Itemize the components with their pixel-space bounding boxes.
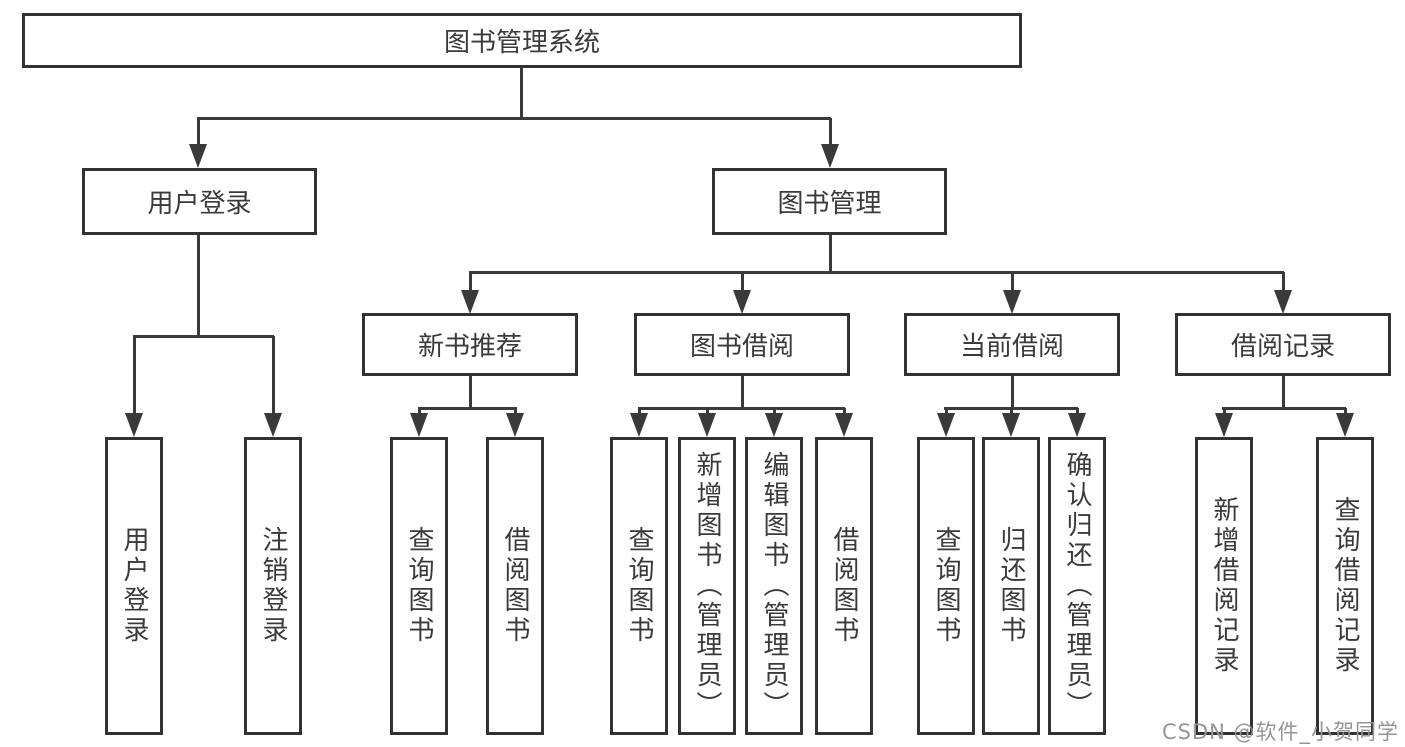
connector-line xyxy=(1282,376,1285,409)
connector-line xyxy=(197,118,200,146)
connector-line xyxy=(1010,408,1013,416)
connector-line xyxy=(843,408,846,416)
leaf-current-return-label: 归还图书 xyxy=(996,526,1026,646)
node-current-borrow-label: 当前借阅 xyxy=(959,332,1064,362)
arrow-down-icon xyxy=(765,413,783,437)
arrow-down-icon xyxy=(1002,413,1020,437)
node-book-borrow: 图书借阅 xyxy=(634,313,850,376)
leaf-borrow-borrow: 借阅图书 xyxy=(815,437,873,735)
node-book-management-branch-label: 图书管理 xyxy=(777,189,882,219)
connector-line xyxy=(829,118,832,146)
leaf-borrow-query: 查询图书 xyxy=(610,437,668,735)
connector-line xyxy=(945,408,948,416)
connector-line xyxy=(773,408,776,416)
arrow-down-icon xyxy=(1068,413,1086,437)
node-root-label: 图书管理系统 xyxy=(443,28,600,58)
node-new-book-recommend-label: 新书推荐 xyxy=(417,332,522,362)
arrow-down-icon xyxy=(821,144,839,168)
node-user-login-branch: 用户登录 xyxy=(82,168,317,235)
connector-line xyxy=(418,408,421,416)
arrow-down-icon xyxy=(835,413,853,437)
csdn-watermark: CSDN @软件_小贺同学 xyxy=(1161,720,1399,744)
connector-line xyxy=(1011,272,1014,292)
connector-line xyxy=(514,408,517,416)
node-current-borrow: 当前借阅 xyxy=(904,313,1120,376)
leaf-logout: 注销登录 xyxy=(244,437,302,735)
leaf-user-login: 用户登录 xyxy=(105,437,163,735)
leaf-newbooks-query: 查询图书 xyxy=(390,437,448,735)
leaf-current-confirm-admin: 确认归还（管理员） xyxy=(1048,437,1106,735)
connector-line xyxy=(1282,272,1285,292)
connector-line xyxy=(741,376,744,409)
arrow-down-icon xyxy=(461,290,479,314)
arrow-down-icon xyxy=(1274,290,1292,314)
arrow-down-icon xyxy=(506,413,524,437)
leaf-records-query: 查询借阅记录 xyxy=(1316,437,1374,735)
leaf-borrow-query-label: 查询图书 xyxy=(624,526,654,646)
connector-line xyxy=(469,272,472,292)
node-borrow-records-label: 借阅记录 xyxy=(1230,332,1335,362)
leaf-borrow-borrow-label: 借阅图书 xyxy=(829,526,859,646)
arrow-down-icon xyxy=(189,144,207,168)
connector-line xyxy=(197,117,831,120)
arrow-down-icon xyxy=(733,290,751,314)
connector-line xyxy=(1011,376,1014,409)
arrow-down-icon xyxy=(1215,413,1233,437)
leaf-current-return: 归还图书 xyxy=(982,437,1040,735)
connector-line xyxy=(197,235,200,336)
connector-line xyxy=(638,408,641,416)
leaf-logout-label: 注销登录 xyxy=(258,526,288,646)
leaf-newbooks-borrow-label: 借阅图书 xyxy=(500,526,530,646)
leaf-records-query-label: 查询借阅记录 xyxy=(1330,496,1360,676)
leaf-borrow-edit-admin: 编辑图书（管理员） xyxy=(745,437,803,735)
leaf-current-confirm-admin-label: 确认归还（管理员） xyxy=(1062,451,1092,721)
connector-line xyxy=(418,407,517,410)
connector-line xyxy=(1222,407,1346,410)
node-root: 图书管理系统 xyxy=(22,13,1022,68)
arrow-down-icon xyxy=(937,413,955,437)
connector-line xyxy=(469,376,472,409)
arrow-down-icon xyxy=(630,413,648,437)
connector-line xyxy=(133,336,136,414)
node-new-book-recommend: 新书推荐 xyxy=(362,313,578,376)
node-book-management-branch: 图书管理 xyxy=(712,168,947,235)
arrow-down-icon xyxy=(264,413,282,437)
connector-line xyxy=(272,336,275,414)
leaf-user-login-label: 用户登录 xyxy=(119,526,149,646)
connector-line xyxy=(1344,408,1347,416)
leaf-current-query-label: 查询图书 xyxy=(931,526,961,646)
node-borrow-records: 借阅记录 xyxy=(1175,313,1391,376)
connector-line xyxy=(706,408,709,416)
leaf-borrow-add-admin: 新增图书（管理员） xyxy=(678,437,736,735)
leaf-borrow-add-admin-label: 新增图书（管理员） xyxy=(692,451,722,721)
arrow-down-icon xyxy=(698,413,716,437)
connector-line xyxy=(1223,408,1226,416)
connector-line xyxy=(469,271,1284,274)
connector-line xyxy=(741,272,744,292)
leaf-newbooks-borrow: 借阅图书 xyxy=(486,437,544,735)
node-book-borrow-label: 图书借阅 xyxy=(689,332,794,362)
leaf-newbooks-query-label: 查询图书 xyxy=(404,526,434,646)
connector-line xyxy=(133,335,274,338)
arrow-down-icon xyxy=(1336,413,1354,437)
leaf-borrow-edit-admin-label: 编辑图书（管理员） xyxy=(759,451,789,721)
arrow-down-icon xyxy=(1003,290,1021,314)
connector-line xyxy=(1076,408,1079,416)
leaf-current-query: 查询图书 xyxy=(917,437,975,735)
leaf-records-add: 新增借阅记录 xyxy=(1195,437,1253,735)
connector-line xyxy=(829,235,832,272)
leaf-records-add-label: 新增借阅记录 xyxy=(1209,496,1239,676)
arrow-down-icon xyxy=(410,413,428,437)
connector-line xyxy=(638,407,845,410)
connector-line xyxy=(520,68,523,118)
arrow-down-icon xyxy=(125,413,143,437)
node-user-login-branch-label: 用户登录 xyxy=(147,189,252,219)
